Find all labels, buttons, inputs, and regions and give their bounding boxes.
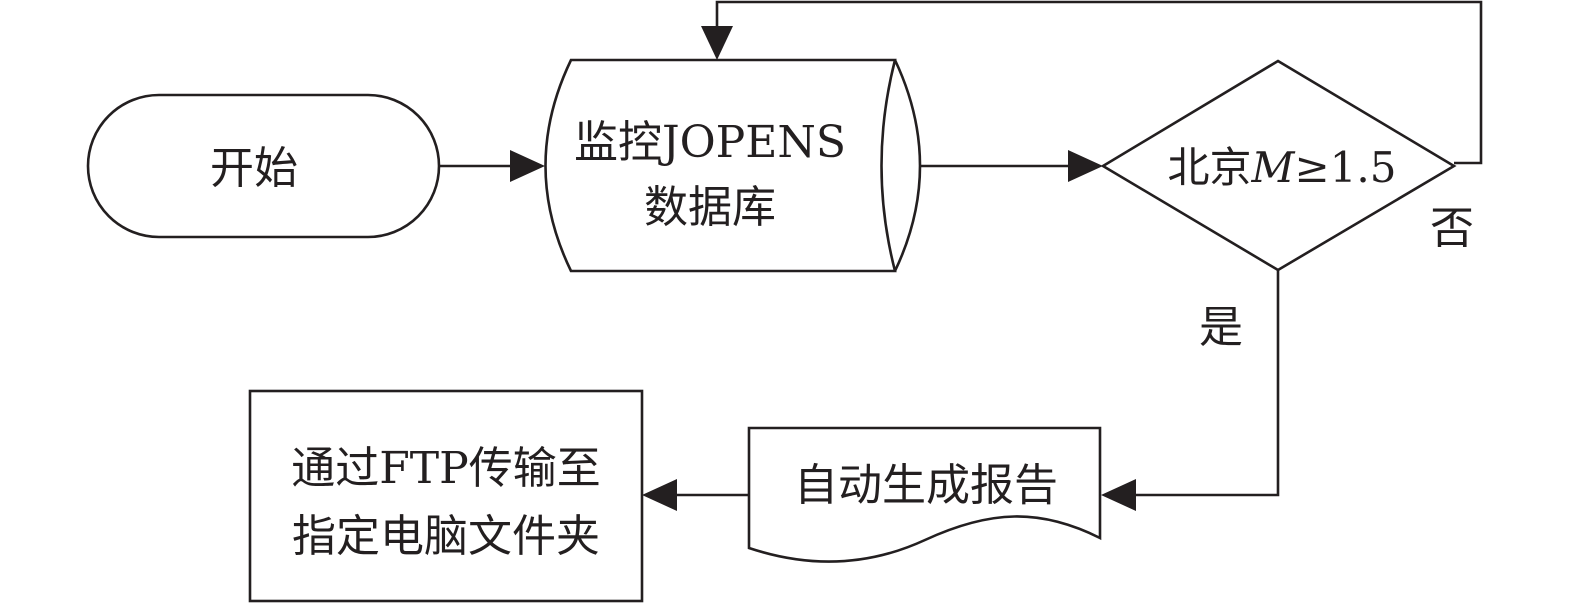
transfer-label-line1: 通过FTP传输至 [291,443,600,494]
database-shape [544,58,897,273]
database-label-line2: 数据库 [644,182,776,233]
database-end-curve [893,59,922,272]
yes-label: 是 [1199,302,1243,353]
database-node: 监控JOPENS 数据库 [544,58,922,273]
start-label: 开始 [210,143,298,194]
transfer-node: 通过FTP传输至 指定电脑文件夹 [248,389,644,603]
connector-line [1135,270,1280,497]
arrowhead [701,26,733,60]
transfer-label-line2: 指定电脑文件夹 [292,511,600,562]
decision-variable: M [1251,143,1296,192]
transfer-shape [248,389,644,603]
report-shape [747,426,1102,563]
no-label: 否 [1430,203,1474,254]
arrow-yes-to-report: 是 [1101,270,1280,511]
decision-label: 北京M≥1.5 [1167,143,1396,192]
arrow-report-to-transfer [642,479,749,511]
arrowhead [1068,150,1103,182]
decision-node: 北京M≥1.5 [1100,59,1457,272]
decision-prefix: 北京 [1167,143,1251,192]
loop-line [715,0,1483,165]
decision-suffix: ≥1.5 [1295,143,1397,192]
start-terminator: 开始 [86,93,441,239]
database-label-line1: 监控JOPENS [574,117,846,168]
arrow-start-to-database [439,150,545,182]
arrowhead [510,150,545,182]
arrow-database-to-decision [919,150,1103,182]
report-node: 自动生成报告 [747,426,1102,563]
arrowhead [642,479,677,511]
arrowhead [1101,479,1136,511]
arrow-no-loop: 否 [701,0,1483,254]
report-label: 自动生成报告 [794,460,1058,511]
